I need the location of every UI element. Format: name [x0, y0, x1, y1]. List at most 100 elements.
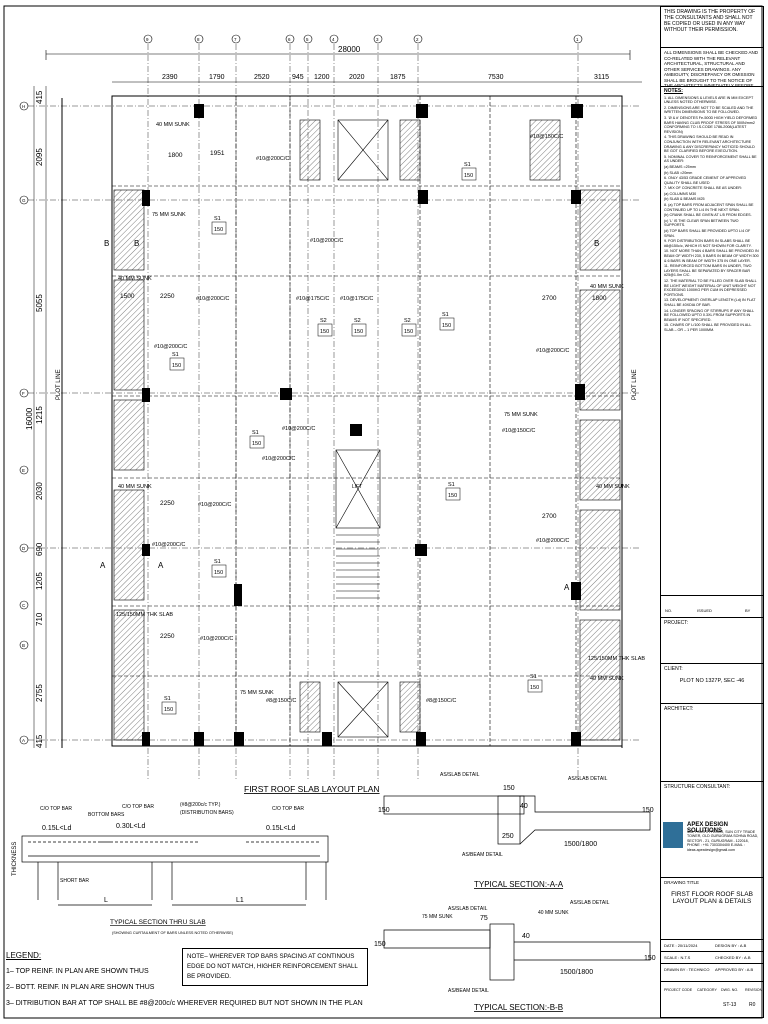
dim: 2755 — [35, 684, 44, 702]
drawing-checked-by: CHECKED BY : A.B — [715, 955, 751, 960]
grid-label: H — [22, 104, 25, 109]
slab-tag: S1 — [252, 430, 259, 436]
note-item: 14. LONGER SPACING OF STIRRUPS IF ANY SH… — [664, 308, 755, 322]
left-dim-labels: 415 2095 5055 16000 1215 2030 690 1205 7… — [25, 90, 44, 748]
grid-bubble-labels-left: H G F E D C B A — [22, 104, 26, 743]
slab-tag: S2 — [320, 318, 327, 324]
section-label: 40 — [522, 933, 530, 940]
consultant-logo-icon — [663, 822, 683, 848]
section-slab-title: TYPICAL SECTION THRU SLAB — [110, 919, 206, 926]
grid-label: 2 — [416, 37, 419, 42]
note-item: 12. THE MATERIAL TO BE FILLED OVER SLAB … — [664, 278, 757, 297]
grid-bubbles-top — [143, 34, 583, 44]
section-label: AS/BEAM DETAIL — [448, 988, 489, 994]
legend-item-dist: 3– DITRIBUTION BAR AT TOP SHALL BE #8@20… — [6, 996, 366, 1012]
slab-thk: 150 — [354, 329, 363, 335]
note-item: 1. ALL DIMENSIONS & LEVELS ARE IN MM EXC… — [664, 95, 754, 105]
note-item: 8. (a) TOP BARS FROM ADJACENT SPAN SHALL… — [664, 203, 754, 212]
bar-callout: #10@200C/C — [152, 542, 185, 548]
dim: 2030 — [35, 482, 44, 500]
bar-callout: #10@200C/C — [310, 238, 343, 244]
slab-thk: 150 — [404, 329, 413, 335]
dim: 1875 — [390, 74, 406, 81]
revision-table: NO. ISSUED BY — [661, 595, 763, 618]
section-label: 0.15L<Ld — [266, 825, 295, 832]
section-marks: A A B B A B — [100, 239, 599, 592]
drawing-drawn-by: DRAWN BY : TECHNICO — [664, 967, 710, 972]
dim: 16000 — [25, 407, 34, 430]
sunk-label: 40 MM SUNK — [590, 284, 624, 290]
legend-item-text: 3– DITRIBUTION BAR AT TOP SHALL BE #8@20… — [6, 1000, 363, 1007]
slab-tags — [161, 167, 543, 715]
section-bb-labels: 75 MM SUNK AS/SLAB DETAIL 40 MM SUNK AS/… — [374, 900, 656, 994]
drawing-meta-row3: DRAWN BY : TECHNICO APPROVED BY : A.B — [661, 963, 763, 976]
client-value: PLOT NO 1327P, SEC -46 — [679, 678, 745, 684]
slab-thk: 150 — [320, 329, 329, 335]
bar-callout: #8@150C/C — [426, 698, 456, 704]
slab-tag-labels: S1 150 S2 150 S2 150 S2 150 S1 150 S1 15… — [164, 162, 539, 713]
note-item: (b) SLAB =20mm — [664, 170, 693, 175]
note-item: 13. DEVELOPMENT/ OVERLAP LENGTH (Ld) IN … — [664, 298, 756, 307]
section-label: (DISTRIBUTION BARS) — [180, 810, 234, 816]
grid-label: 3 — [376, 37, 379, 42]
drawing-title-label: DRAWING TITLE — [664, 880, 700, 885]
drawing-codes: PROJECT CODE CATEGORY DWG. NO. REVISION … — [661, 981, 763, 1018]
dim: 2700 — [542, 513, 557, 520]
dim: 2095 — [35, 148, 44, 166]
title-block: THIS DRAWING IS THE PROPERTY OF THE CONS… — [660, 6, 764, 1018]
inner-dims: 1800 1951 2250 2250 2250 2700 2700 1500 … — [120, 150, 607, 640]
section-mark: A — [100, 561, 106, 570]
dim: 690 — [35, 542, 44, 556]
project-code-label: PROJECT CODE — [664, 988, 693, 992]
section-aa-title: TYPICAL SECTION:-A-A — [474, 880, 564, 889]
sunk-label: 40 MM SUNK — [118, 276, 152, 282]
sunk-label: 40 MM SUNK — [118, 484, 152, 490]
slab-thk: 150 — [214, 227, 223, 233]
dim: 710 — [35, 612, 44, 626]
drawing-date: DATE : 20/11/2024 — [664, 943, 698, 948]
overall-dim-text: 28000 — [338, 45, 361, 54]
section-label: AS/SLAB DETAIL — [568, 776, 608, 782]
grid-label: G — [22, 198, 26, 203]
consultant-box: STRUCTURE CONSULTANT: APEX DESIGN SOLUTI… — [661, 781, 763, 877]
dim: 7530 — [488, 74, 504, 81]
revision-label: REVISION — [745, 988, 763, 992]
bar-callout: #10@200C/C — [256, 156, 289, 162]
dim: 3115 — [594, 74, 609, 81]
bar-callout: #10@200C/C — [282, 426, 315, 432]
note-item: 9. FOR DISTRIBUTION BARS IN SLABS SHALL … — [664, 239, 752, 248]
plot-line-label-right: PLOT LINE — [632, 369, 638, 400]
section-label: AS/SLAB DETAIL — [570, 900, 610, 906]
sunk-label: 40 MM SUNK — [156, 122, 190, 128]
section-label: 1500/1800 — [564, 841, 597, 848]
grid-label: 6 — [288, 37, 291, 42]
note-item: 7. MIX OF CONCRETE SHALL BE AS UNDER: — [664, 186, 742, 191]
bar-callout: #10@200C/C — [536, 348, 569, 354]
section-label: BOTTOM BARS — [88, 812, 125, 818]
drawing-meta-row1: DATE : 20/11/2024 DESIGN BY : A.B — [661, 939, 763, 952]
lift-core — [335, 119, 389, 738]
grid-label: 1 — [576, 37, 579, 42]
drawing-scale: SCALE : N.T.S — [664, 955, 691, 960]
section-label: 75 — [480, 915, 488, 922]
section-label: AS/BEAM DETAIL — [462, 852, 503, 858]
section-label: AS/SLAB DETAIL — [448, 906, 488, 912]
bar-callout: #10@150C/C — [502, 428, 535, 434]
section-label: 150 — [374, 941, 386, 948]
grid-label: F — [22, 391, 25, 396]
bar-callout: #10@175C/C — [296, 296, 329, 302]
left-dimension-chain — [33, 86, 47, 748]
drawing-meta-row2: SCALE : N.T.S CHECKED BY : A.B — [661, 951, 763, 964]
top-dim-labels: 2390 1790 2520 945 1200 2020 1875 7530 3… — [162, 74, 609, 81]
grid-bubble-labels-top: 9 8 7 6 5 4 3 2 1 — [146, 37, 579, 42]
drawing-title-box: DRAWING TITLE FIRST FLOOR ROOF SLAB LAYO… — [661, 877, 763, 940]
grid-label: C — [22, 603, 26, 608]
dim: 2250 — [160, 633, 175, 640]
slab-tag: S1 — [214, 559, 221, 565]
drawing-approved-by: APPROVED BY : A.B — [715, 967, 754, 972]
project-label: PROJECT: — [664, 620, 689, 626]
dim: 2250 — [160, 500, 175, 507]
rev-col-by: BY — [745, 608, 751, 613]
slab-outline — [111, 95, 623, 747]
section-aa-labels: AS/SLAB DETAIL AS/SLAB DETAIL AS/BEAM DE… — [378, 772, 654, 858]
